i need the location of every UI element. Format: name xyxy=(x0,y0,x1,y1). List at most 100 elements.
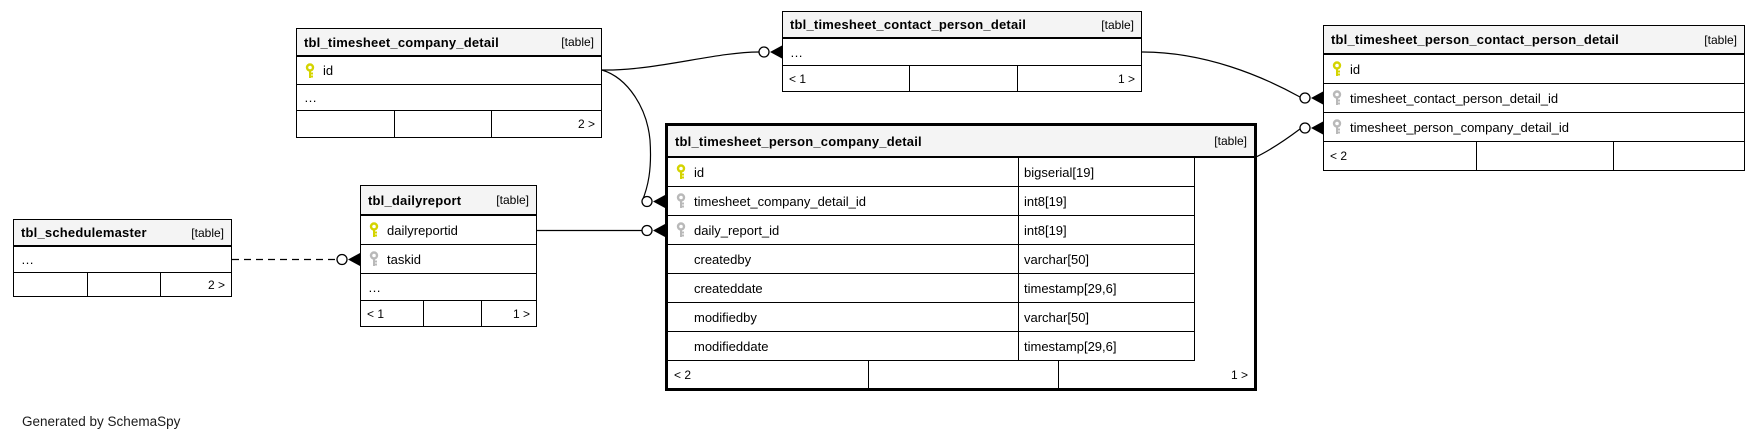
footer-middle-cell xyxy=(868,361,1058,388)
column-name: timesheet_contact_person_detail_id xyxy=(1350,90,1559,106)
connector-arrow-marker xyxy=(653,195,665,208)
table-title: tbl_timesheet_company_detail xyxy=(304,34,499,50)
entity-table-timesheet-contact-person-detail: tbl_timesheet_contact_person_detail [tab… xyxy=(782,11,1142,92)
relationship-line-company-personcompany xyxy=(601,69,652,202)
column-name: timesheet_person_company_detail_id xyxy=(1350,119,1569,135)
foreign-key-icon xyxy=(676,222,686,237)
column-name: daily_report_id xyxy=(694,222,780,238)
related-count-right: 1 > xyxy=(1058,361,1254,388)
column-type: int8[19] xyxy=(1018,216,1194,244)
table-footer: 2 > xyxy=(297,111,601,137)
column-row-ellipsis: … xyxy=(297,85,601,111)
connector-arrow-marker xyxy=(1311,91,1323,105)
primary-key-icon xyxy=(676,164,686,179)
connector-arrow-marker xyxy=(653,224,665,237)
generator-credit: Generated by SchemaSpy xyxy=(22,414,181,429)
table-footer: < 1 1 > xyxy=(783,66,1141,91)
foreign-key-icon xyxy=(676,193,686,208)
relationship-anchor-column xyxy=(1194,158,1254,361)
column-row: timesheet_company_detail_id int8[19] xyxy=(668,187,1194,216)
column-name: modifiedby xyxy=(694,309,757,325)
relationship-line-contactperson-personcontact xyxy=(1141,51,1301,98)
footer-middle-cell xyxy=(909,66,1017,91)
related-count-right xyxy=(1613,142,1744,170)
column-name: id xyxy=(694,164,705,180)
column-name: createdby xyxy=(694,251,752,267)
table-header[interactable]: tbl_schedulemaster [table] xyxy=(14,220,231,247)
table-tag: [table] xyxy=(1214,134,1247,148)
column-row-ellipsis: … xyxy=(14,247,231,273)
column-row: modifieddate timestamp[29,6] xyxy=(668,332,1194,361)
related-count-right: 1 > xyxy=(1017,66,1141,91)
column-name: createddate xyxy=(694,280,763,296)
column-type: timestamp[29,6] xyxy=(1018,332,1194,360)
column-type: int8[19] xyxy=(1018,187,1194,215)
connector-circle-marker xyxy=(1299,92,1311,104)
column-name: id xyxy=(1350,61,1361,77)
foreign-key-icon xyxy=(1332,119,1342,134)
entity-table-timesheet-company-detail: tbl_timesheet_company_detail [table] id … xyxy=(296,28,602,138)
column-type: varchar[50] xyxy=(1018,303,1194,331)
column-row-ellipsis: … xyxy=(783,39,1141,66)
footer-middle-cell xyxy=(1476,142,1613,170)
foreign-key-icon xyxy=(369,251,379,266)
entity-table-timesheet-person-company-detail: tbl_timesheet_person_company_detail [tab… xyxy=(665,123,1257,391)
entity-table-dailyreport: tbl_dailyreport [table] dailyreportid ta… xyxy=(360,185,537,327)
entity-table-schedulemaster: tbl_schedulemaster [table] … 2 > xyxy=(13,219,232,297)
footer-middle-cell xyxy=(423,301,481,326)
column-row: dailyreportid xyxy=(361,216,536,245)
related-count-right: 2 > xyxy=(160,273,231,296)
column-row: createdby varchar[50] xyxy=(668,245,1194,274)
primary-key-icon xyxy=(1332,61,1342,76)
column-row-ellipsis: … xyxy=(361,274,536,301)
column-name: … xyxy=(368,279,381,295)
column-type: bigserial[19] xyxy=(1018,158,1194,186)
footer-middle-cell xyxy=(87,273,160,296)
connector-arrow-marker xyxy=(348,253,360,266)
table-tag: [table] xyxy=(1101,17,1134,32)
column-name: … xyxy=(790,44,803,60)
connector-circle-marker xyxy=(336,253,348,266)
table-header[interactable]: tbl_timesheet_contact_person_detail [tab… xyxy=(783,12,1141,39)
column-name: modifieddate xyxy=(694,338,769,354)
related-count-left: < 2 xyxy=(1330,149,1348,163)
foreign-key-icon xyxy=(1332,90,1342,105)
column-row: timesheet_contact_person_detail_id xyxy=(1324,84,1744,113)
table-footer: < 1 1 > xyxy=(361,301,536,326)
related-count-left: < 1 xyxy=(789,71,807,86)
related-count-left: < 2 xyxy=(674,367,692,382)
related-count-right: 2 > xyxy=(491,111,601,137)
column-row: taskid xyxy=(361,245,536,274)
related-count-right: 1 > xyxy=(481,301,536,326)
relationship-line-company-contactperson xyxy=(601,51,760,71)
connector-circle-marker xyxy=(758,46,770,58)
column-row: modifiedby varchar[50] xyxy=(668,303,1194,332)
column-row: timesheet_person_company_detail_id xyxy=(1324,113,1744,142)
table-footer: 2 > xyxy=(14,273,231,296)
table-tag: [table] xyxy=(561,35,594,49)
column-row: daily_report_id int8[19] xyxy=(668,216,1194,245)
connector-circle-marker xyxy=(641,224,653,237)
column-type: varchar[50] xyxy=(1018,245,1194,273)
column-name: … xyxy=(304,90,317,105)
connector-arrow-marker xyxy=(1311,121,1323,135)
table-header[interactable]: tbl_dailyreport [table] xyxy=(361,186,536,216)
table-tag: [table] xyxy=(496,193,529,207)
column-name: id xyxy=(323,63,334,78)
table-header[interactable]: tbl_timesheet_company_detail [table] xyxy=(297,29,601,57)
footer-middle-cell xyxy=(394,111,491,137)
table-tag: [table] xyxy=(1704,32,1737,47)
column-row: createddate timestamp[29,6] xyxy=(668,274,1194,303)
table-tag: [table] xyxy=(191,225,224,240)
table-header[interactable]: tbl_timesheet_person_company_detail [tab… xyxy=(668,126,1254,158)
connector-circle-marker xyxy=(641,195,653,208)
related-count-left: < 1 xyxy=(367,306,385,321)
entity-table-timesheet-person-contact-person-detail: tbl_timesheet_person_contact_person_deta… xyxy=(1323,25,1745,171)
table-header[interactable]: tbl_timesheet_person_contact_person_deta… xyxy=(1324,26,1744,55)
table-footer: < 2 1 > xyxy=(668,361,1254,388)
related-count-left xyxy=(14,273,87,296)
column-type: timestamp[29,6] xyxy=(1018,274,1194,302)
primary-key-icon xyxy=(305,62,315,78)
table-title: tbl_timesheet_person_company_detail xyxy=(675,133,922,149)
column-row: id xyxy=(297,57,601,85)
